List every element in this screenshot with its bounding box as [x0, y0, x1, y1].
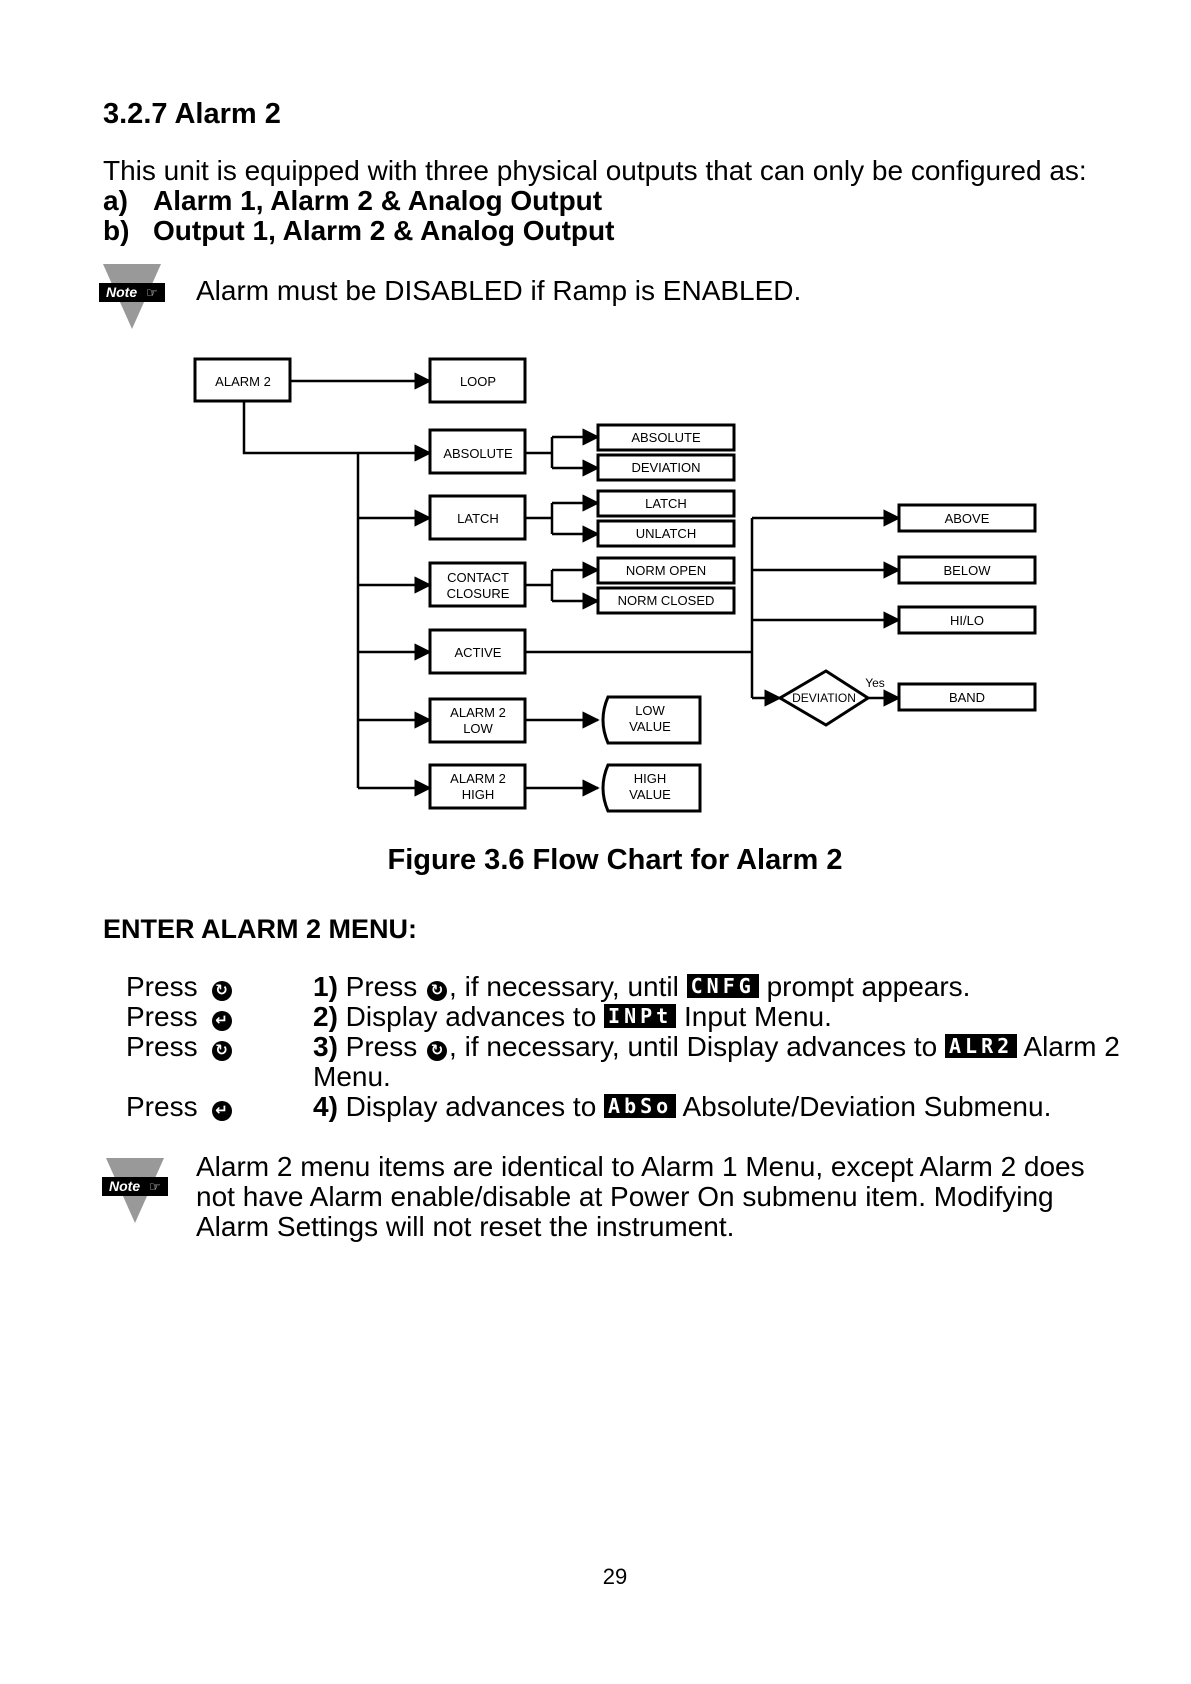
- node-alarm2: ALARM 2: [215, 374, 271, 389]
- yes-label: Yes: [865, 676, 885, 690]
- enter-button-icon: ↵: [211, 1011, 232, 1031]
- note-icon: Note ☞: [102, 1158, 168, 1223]
- node-contact-line2: CLOSURE: [447, 586, 510, 601]
- option-band: BAND: [949, 690, 985, 705]
- high-value-line2: VALUE: [629, 787, 671, 802]
- option-a: a)Alarm 1, Alarm 2 & Analog Output: [103, 185, 603, 216]
- high-value-line1: HIGH: [634, 771, 667, 786]
- note-icon: Note ☞: [99, 264, 165, 329]
- node-active: ACTIVE: [455, 645, 502, 660]
- option-above: ABOVE: [945, 511, 990, 526]
- lcd-cnfg: CNFG: [686, 974, 759, 998]
- note-text: Alarm must be DISABLED if Ramp is ENABLE…: [196, 275, 802, 306]
- lcd-abso: AbSo: [604, 1094, 677, 1118]
- note-text: Alarm 2 menu items are identical to Alar…: [196, 1151, 1085, 1242]
- menu-title: ENTER ALARM 2 MENU:: [103, 914, 417, 944]
- section-title: 3.2.7 Alarm 2: [103, 98, 281, 130]
- option-norm-closed: NORM CLOSED: [618, 593, 715, 608]
- option-b: b)Output 1, Alarm 2 & Analog Output: [103, 215, 615, 246]
- option-norm-open: NORM OPEN: [626, 563, 706, 578]
- option-deviation: DEVIATION: [631, 460, 700, 475]
- note-icon-label: Note: [109, 1178, 140, 1194]
- scroll-button-icon: ↻: [211, 981, 232, 1001]
- option-unlatch: UNLATCH: [636, 526, 696, 541]
- pointing-hand-icon: ☞: [149, 1179, 161, 1194]
- page-number: 29: [602, 1564, 628, 1589]
- lcd-alr2: ALR2: [944, 1034, 1018, 1058]
- node-absolute: ABSOLUTE: [443, 446, 513, 461]
- node-loop: LOOP: [460, 374, 496, 389]
- steps-list: Press↻ 1) Press ↻, if necessary, until C…: [103, 972, 1133, 1122]
- flow-chart: ALARM 2 LOOP ABSOLUTE LATCH CONTACT CLOS…: [193, 357, 1037, 813]
- step-2: Press↵ 2) Display advances to INPt Input…: [126, 1001, 832, 1032]
- decision-deviation: DEVIATION: [792, 691, 856, 705]
- low-value-line1: LOW: [635, 703, 665, 718]
- step-1: Press↻ 1) Press ↻, if necessary, until C…: [126, 971, 971, 1002]
- figure-caption: Figure 3.6 Flow Chart for Alarm 2: [387, 844, 843, 876]
- enter-button-icon: ↵: [211, 1101, 232, 1121]
- step-3: Press↻ 3) Press ↻, if necessary, until D…: [126, 1031, 1120, 1092]
- scroll-button-icon: ↻: [211, 1041, 232, 1061]
- option-absolute: ABSOLUTE: [631, 430, 701, 445]
- node-contact-line1: CONTACT: [447, 570, 509, 585]
- node-latch: LATCH: [457, 511, 499, 526]
- intro-block: This unit is equipped with three physica…: [103, 156, 1087, 246]
- intro-text: This unit is equipped with three physica…: [103, 155, 1087, 186]
- pointing-hand-icon: ☞: [146, 285, 158, 300]
- node-alarm2-low-line1: ALARM 2: [450, 705, 506, 720]
- option-hi-lo: HI/LO: [950, 613, 984, 628]
- option-latch: LATCH: [645, 496, 687, 511]
- node-alarm2-high-line2: HIGH: [462, 787, 495, 802]
- option-below: BELOW: [944, 563, 992, 578]
- note-icon-label: Note: [106, 284, 137, 300]
- step-4: Press↵ 4) Display advances to AbSo Absol…: [126, 1091, 1052, 1122]
- scroll-button-icon: ↻: [427, 1041, 448, 1061]
- node-alarm2-low-line2: LOW: [463, 721, 493, 736]
- lcd-inpt: INPt: [604, 1004, 677, 1028]
- scroll-button-icon: ↻: [427, 981, 448, 1001]
- low-value-line2: VALUE: [629, 719, 671, 734]
- node-alarm2-high-line1: ALARM 2: [450, 771, 506, 786]
